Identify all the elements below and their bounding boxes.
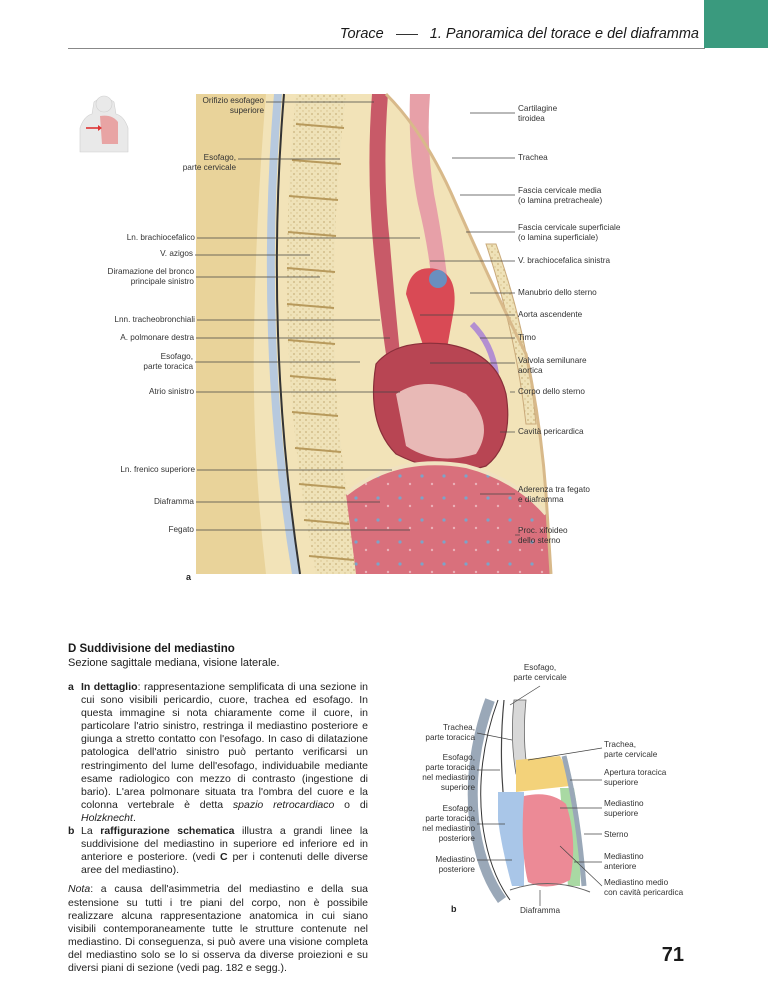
vertebral-column (286, 94, 361, 574)
item-b-letter: b (68, 825, 75, 838)
label-b-sterno: Sterno (604, 830, 629, 839)
label-b-mediastino-anteriore: Mediastino anteriore (604, 852, 644, 871)
header-text: Torace 1. Panoramica del torace e del di… (340, 26, 699, 42)
figure-b-letter: b (451, 904, 457, 914)
label-b-esofago-posteriore: Esofago, parte toracica nel mediastino p… (422, 804, 475, 843)
label-fascia-superficiale: Fascia cervicale superficiale (o lamina … (518, 223, 621, 242)
item-a-mid: o di (334, 798, 368, 811)
label-b-trachea-cervicale: Trachea, parte cervicale (604, 740, 658, 759)
label-ln-brachiocefalico: Ln. brachiocefalico (126, 233, 195, 242)
label-esofago-cervicale: Esofago, parte cervicale (182, 153, 236, 172)
label-fegato: Fegato (168, 525, 195, 534)
item-b-bold-c: C (220, 851, 228, 864)
figure-a-letter: a (186, 572, 192, 582)
label-cavita-pericardica: Cavità pericardica (518, 427, 584, 436)
label-aderenza: Aderenza tra fegato e diaframma (518, 485, 590, 504)
nota-text: : a causa dell'asimmetria del mediastino… (68, 883, 368, 974)
item-a-lead: In dettaglio (81, 681, 138, 693)
orientation-thumbnail (79, 95, 129, 153)
item-a-letter: a (68, 681, 74, 693)
nota-label: Nota (68, 883, 91, 896)
label-ln-frenico: Ln. frenico superiore (120, 465, 195, 474)
label-b-esofago-superiore: Esofago, parte toracica nel mediastino s… (422, 753, 475, 792)
sagittal-section-illustration (196, 92, 553, 575)
label-atrio-sinistro: Atrio sinistro (148, 387, 194, 396)
label-b-mediastino-superiore: Mediastino superiore (604, 799, 644, 818)
label-timo: Timo (518, 333, 536, 342)
label-b-mediastino-posteriore: Mediastino posteriore (435, 855, 475, 874)
posterior-mediastinum-area (498, 792, 524, 886)
label-b-mediastino-medio: Mediastino medio con cavità pericardica (604, 878, 684, 897)
label-fascia-media: Fascia cervicale media (o lamina pretrac… (518, 186, 603, 205)
label-a-polmonare-destra: A. polmonare destra (120, 333, 194, 342)
item-b-lead: raffigurazione schematica (100, 825, 235, 838)
superior-mediastinum-area (516, 756, 570, 792)
chapter-color-tab (704, 0, 768, 48)
item-a-text: : rappresentazione semplificata di una s… (81, 681, 368, 811)
header-section: Torace (339, 26, 384, 42)
label-aorta-ascendente: Aorta ascendente (518, 310, 583, 319)
label-esofago-toracica: Esofago, parte toracica (143, 352, 193, 371)
label-manubrio: Manubrio dello sterno (518, 288, 597, 297)
label-b-esofago-cervicale: Esofago, parte cervicale (513, 663, 567, 682)
header-rule (68, 48, 705, 49)
label-valvola-semilunare: Valvola semilunare aortica (518, 356, 587, 375)
item-b-text: illustra a grandi linee la suddivisione … (81, 825, 369, 864)
label-v-azigos: V. azigos (160, 249, 193, 258)
item-a-em2: Holzknecht (81, 811, 133, 824)
section-d-subtitle: Sezione sagittale mediana, visione later… (68, 657, 280, 669)
label-cartilagine-tiroidea: Cartilagine tiroidea (518, 104, 558, 123)
page-number: 71 (661, 944, 684, 966)
item-b-pre: La (81, 825, 101, 838)
label-b-apertura-toracica: Apertura toracica superiore (604, 768, 667, 787)
label-proc-xifoideo: Proc. xifoideo dello sterno (518, 526, 568, 545)
label-lnn-tracheobronchiali: Lnn. tracheobronchiali (114, 315, 195, 324)
label-trachea: Trachea (518, 153, 548, 162)
label-v-brachiocefalica: V. brachiocefalica sinistra (518, 256, 611, 265)
label-b-diaframma: Diaframma (519, 906, 561, 915)
item-b-end: per i contenuti delle diverse aree del m… (81, 851, 368, 877)
label-diramazione-bronco: Diramazione del bronco principale sinist… (107, 267, 194, 286)
item-a-end: . (132, 811, 136, 824)
label-b-trachea-toracica: Trachea, parte toracica (425, 723, 475, 742)
paragraph-a: a In dettaglio: rappresentazione semplif… (68, 681, 368, 975)
label-diaframma-a: Diaframma (153, 497, 194, 506)
pericardial-cavity-area (522, 794, 574, 887)
label-orifizio-esofageo: Orifizio esofageo superiore (202, 96, 264, 115)
section-d-title: D Suddivisione del mediastino (68, 643, 235, 655)
running-header: Torace 1. Panoramica del torace e del di… (0, 26, 705, 49)
label-corpo-sterno: Corpo dello sterno (518, 387, 585, 396)
header-chapter: 1. Panoramica del torace e del diaframma (429, 26, 699, 42)
item-a-em1: spazio retrocardiaco (232, 798, 335, 811)
